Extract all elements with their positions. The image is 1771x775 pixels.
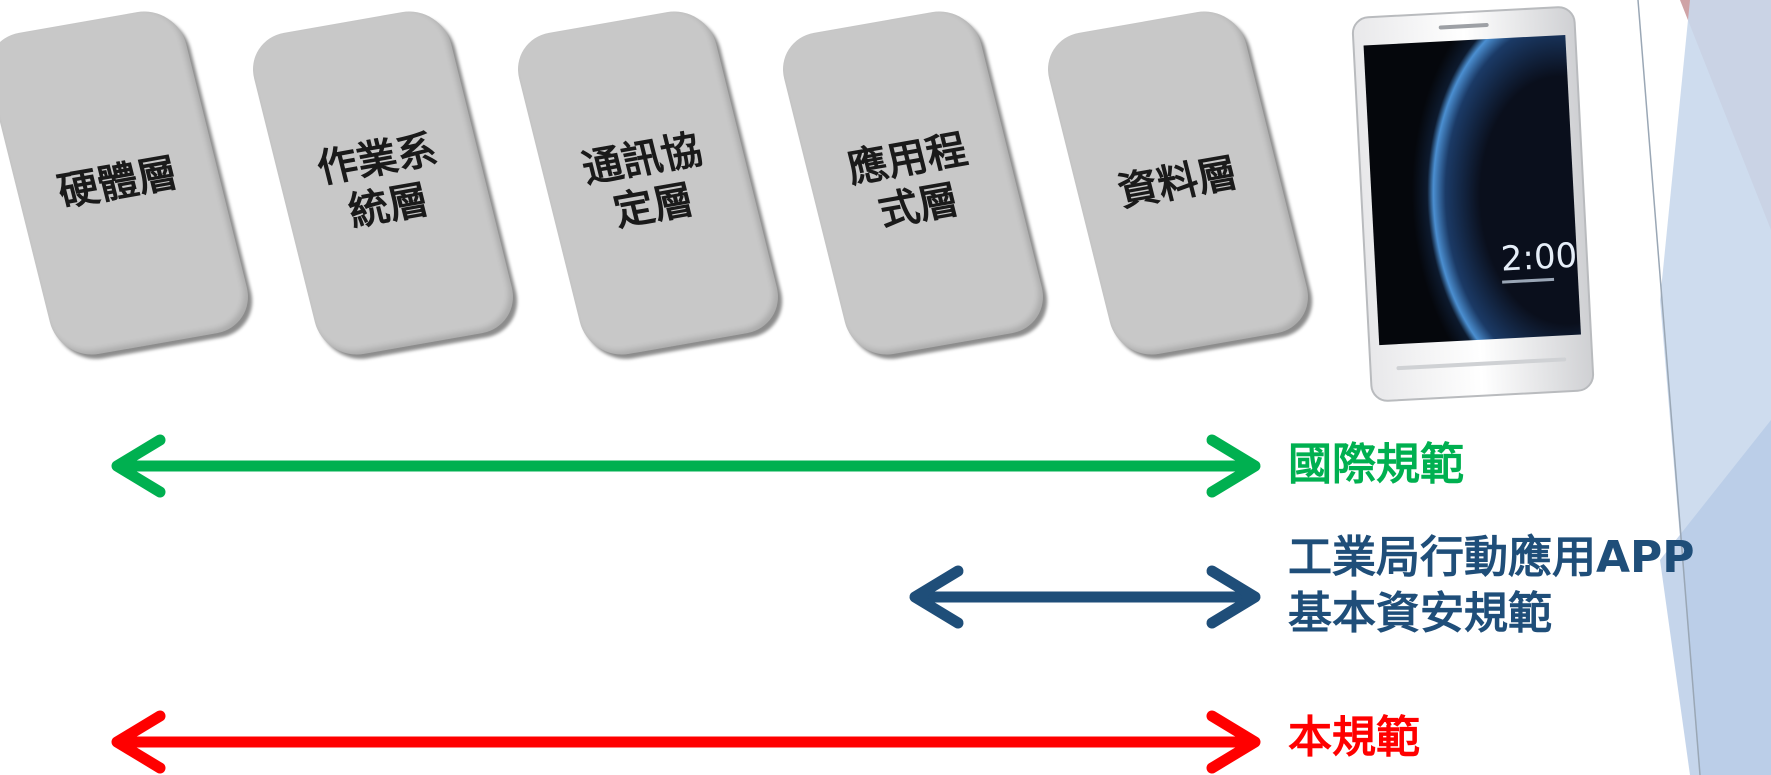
smartphone-image: 2:00 [1351,6,1595,402]
corner-blue-shape-light [1660,420,1771,775]
phone-speaker [1438,23,1489,30]
label-this-standard: 本規範 [1288,710,1420,766]
label-line: 本規範 [1288,712,1420,763]
corner-divider-line [1637,0,1701,775]
label-idb-app-standard: 工業局行動應用APP 基本資安規範 [1288,530,1695,642]
label-line: 工業局行動應用APP [1288,532,1695,583]
label-line: 基本資安規範 [1288,588,1552,639]
phone-clock: 2:00 [1500,236,1578,280]
label-line: 國際規範 [1288,439,1464,490]
green-arrow [111,434,1261,498]
red-arrow [111,710,1261,774]
phone-bottom-bar [1396,357,1567,371]
phone-date-line [1502,277,1555,284]
label-international-standard: 國際規範 [1288,437,1464,493]
phone-screen [1363,34,1581,346]
navy-arrow [909,565,1261,629]
